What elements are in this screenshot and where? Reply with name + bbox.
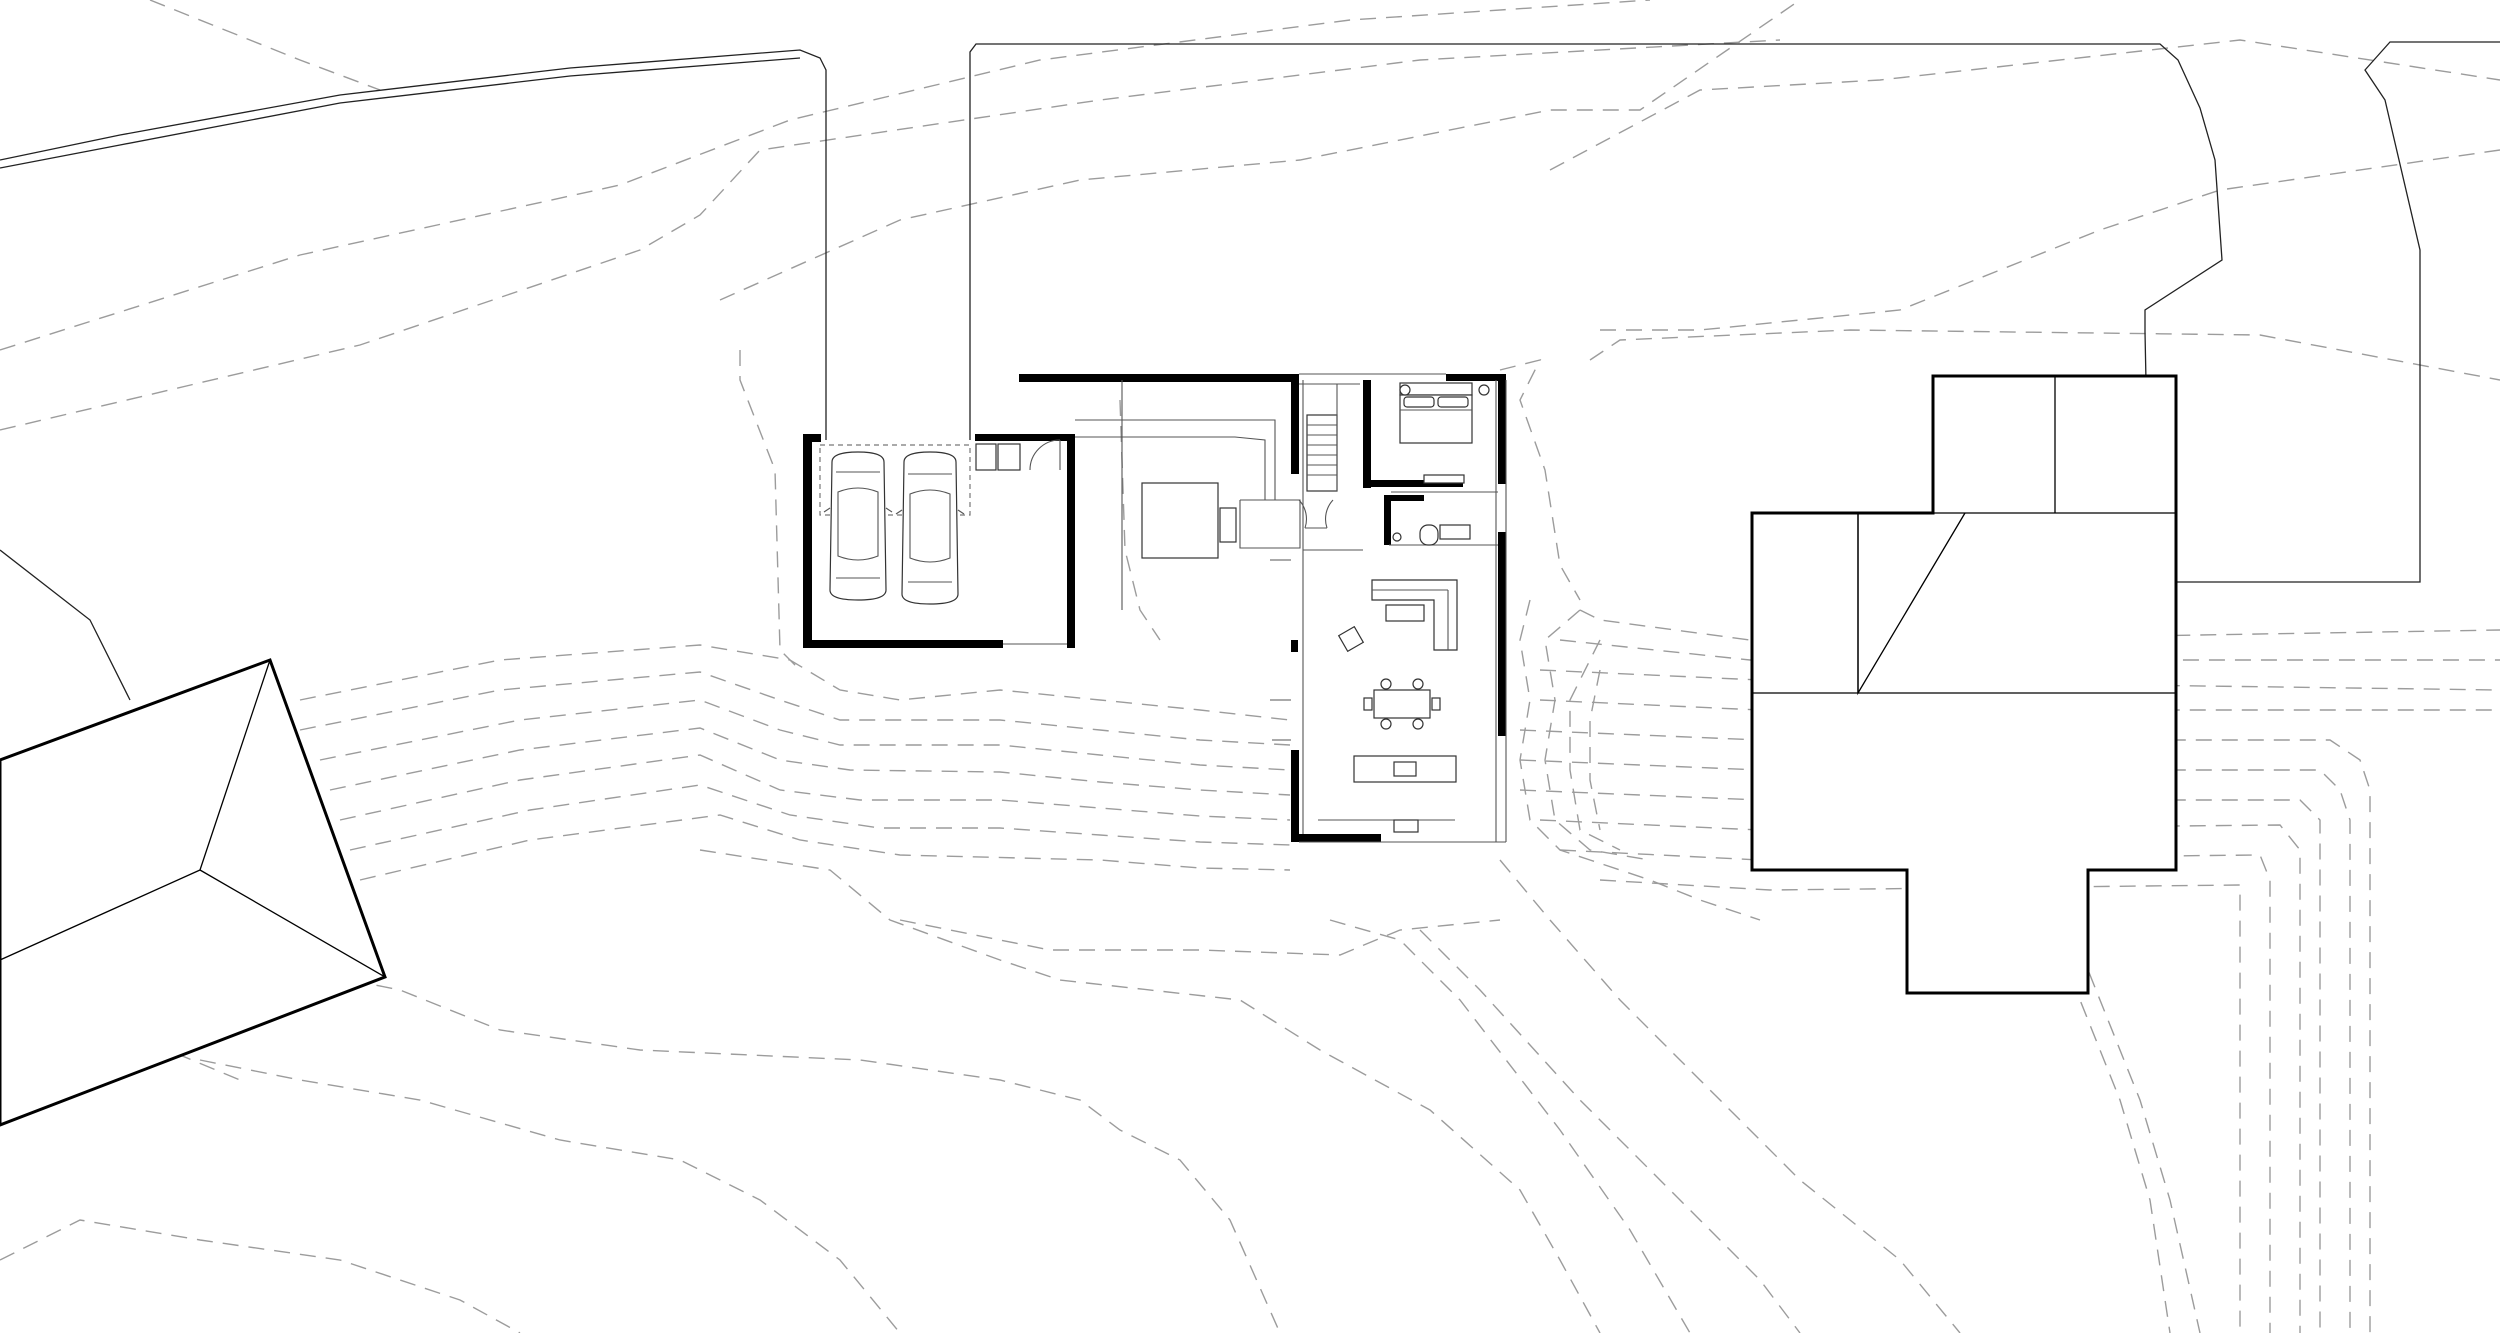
neighbor-house-left (0, 658, 387, 1127)
car-right (895, 451, 965, 605)
property-lines (0, 41, 2500, 701)
entry-court (1019, 374, 1301, 610)
neighbor-house-right (1750, 374, 2178, 995)
garage (803, 434, 1075, 648)
car-left (823, 451, 893, 601)
main-house (1270, 373, 1507, 843)
